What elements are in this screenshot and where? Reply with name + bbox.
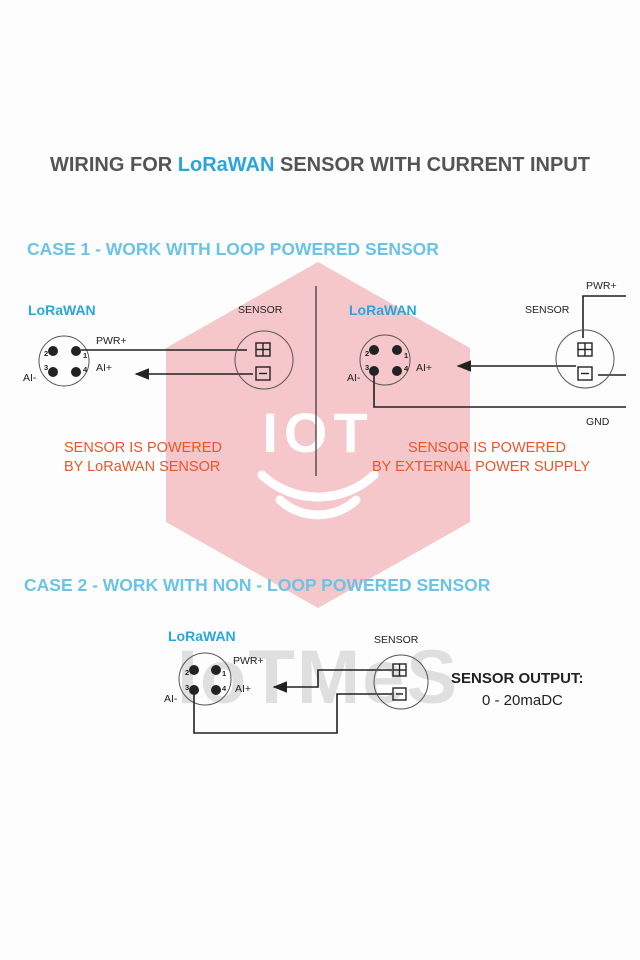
sensor-outline: [234, 330, 294, 390]
pin-1: [392, 345, 402, 355]
iot-watermark-logo: IOT: [166, 262, 470, 608]
case2-sensor: [373, 654, 429, 710]
ai-plus-label: AI+: [416, 362, 432, 374]
pin-2: [369, 345, 379, 355]
pin-1-label: 1: [222, 669, 226, 678]
pin-4: [392, 366, 402, 376]
case2-device-label: LoRaWAN: [168, 628, 236, 644]
ai-plus-label: AI+: [235, 683, 251, 695]
gnd-wire: [373, 376, 626, 408]
case1-right-note-line2: BY EXTERNAL POWER SUPPLY: [372, 459, 590, 475]
sensor-outline: [555, 329, 615, 389]
sensor-output-title: SENSOR OUTPUT:: [451, 670, 584, 687]
pin-2-label: 2: [44, 349, 48, 358]
ai-plus-label: AI+: [96, 362, 112, 374]
sensor-minus-terminal: [577, 366, 593, 381]
ai-return-wire: [193, 693, 392, 734]
case1-right-sensor: [555, 329, 615, 389]
case1-right-sensor-label: SENSOR: [525, 304, 570, 316]
case2-sensor-label: SENSOR: [374, 634, 419, 646]
pwr-supply-wire: [582, 295, 626, 338]
pin-1: [71, 346, 81, 356]
pin-2: [189, 665, 199, 675]
case1-right-device-label: LoRaWAN: [349, 302, 417, 318]
sensor-outline: [373, 654, 429, 710]
case1-left-device-label: LoRaWAN: [28, 302, 96, 318]
pin-2: [48, 346, 58, 356]
pin-4-label: 4: [404, 364, 409, 373]
title-accent: LoRaWAN: [178, 154, 275, 176]
pin-4: [211, 685, 221, 695]
sensor-minus-terminal: [255, 366, 271, 381]
title-prefix: WIRING FOR: [50, 154, 178, 176]
connector-outline: [178, 652, 232, 706]
case1-left-connector: 2 1 3 4: [38, 335, 90, 387]
gnd-label: GND: [586, 416, 610, 428]
case1-left-sensor-label: SENSOR: [238, 304, 283, 316]
ai-arrow-wire: [272, 669, 392, 693]
pwr-plus-label: PWR+: [586, 280, 617, 292]
title-suffix: SENSOR WITH CURRENT INPUT: [274, 154, 590, 176]
watermark-logo-text: IOT: [262, 401, 373, 464]
ai-minus-label: AI-: [23, 372, 37, 384]
pin-4: [71, 367, 81, 377]
pin-3-label: 3: [44, 363, 48, 372]
case1-left-note-line1: SENSOR IS POWERED: [64, 440, 222, 456]
pin-1: [211, 665, 221, 675]
case1-left-diagram: LoRaWAN SENSOR 2 1 3 4 AI- PWR+ AI+: [23, 302, 294, 475]
connector-outline: [38, 335, 90, 387]
case1-right-connector: 2 1 3 4: [359, 334, 411, 386]
watermark-text: IoTMeS: [177, 635, 459, 720]
pin-2-label: 2: [365, 349, 369, 358]
pin-3-label: 3: [365, 363, 369, 372]
pwr-plus-label: PWR+: [233, 655, 264, 667]
connector-outline: [359, 334, 411, 386]
case1-right-note-line1: SENSOR IS POWERED: [408, 440, 566, 456]
pin-4-label: 4: [222, 684, 227, 693]
pin-2-label: 2: [185, 668, 189, 677]
case2-heading: CASE 2 - WORK WITH NON - LOOP POWERED SE…: [24, 575, 491, 595]
ai-minus-label: AI-: [164, 693, 178, 705]
ai-minus-label: AI-: [347, 372, 361, 384]
page-title: WIRING FOR LoRaWAN SENSOR WITH CURRENT I…: [50, 154, 590, 176]
pin-3: [189, 685, 199, 695]
case1-left-sensor: [234, 330, 294, 390]
sensor-minus-terminal: [392, 687, 407, 701]
pin-3: [369, 366, 379, 376]
case1-heading: CASE 1 - WORK WITH LOOP POWERED SENSOR: [27, 239, 439, 259]
case1-right-diagram: LoRaWAN SENSOR PWR+ GND 2 1 3 4 AI- AI+: [347, 280, 626, 475]
pin-4-label: 4: [83, 365, 88, 374]
case1-left-note-line2: BY LoRaWAN SENSOR: [64, 459, 220, 475]
case2-diagram: LoRaWAN SENSOR 2 1 3 4 AI- PWR+ AI+ SENS: [164, 628, 584, 734]
watermark-wave-inner: [275, 495, 361, 520]
pin-3: [48, 367, 58, 377]
case2-connector: 2 1 3 4: [178, 652, 232, 706]
pin-1-label: 1: [404, 351, 408, 360]
pin-3-label: 3: [185, 683, 189, 692]
sensor-output-range: 0 - 20maDC: [482, 692, 563, 709]
pwr-plus-label: PWR+: [96, 335, 127, 347]
watermark-wave-icon: [257, 470, 379, 502]
pin-1-label: 1: [83, 351, 87, 360]
